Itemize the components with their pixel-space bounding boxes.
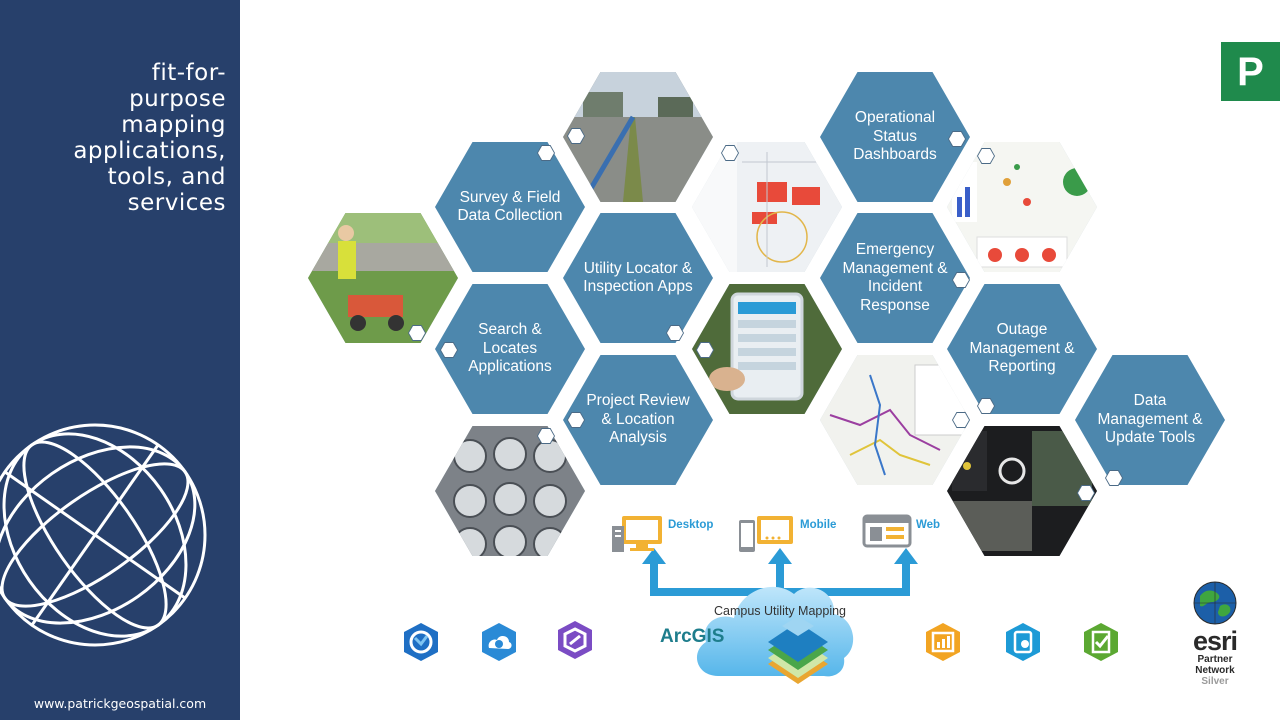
hex-emergency-management-incident-response[interactable]: Emergency Management & Incident Response: [820, 213, 970, 343]
website-link[interactable]: www.patrickgeospatial.com: [33, 696, 207, 711]
connector-knob: [722, 146, 738, 160]
connector-knob: [538, 146, 554, 160]
connector-knob: [1078, 486, 1094, 500]
tagline-line: services: [127, 190, 226, 216]
arcgis-brand: ArcGIS: [660, 626, 725, 647]
globe-icon: [0, 423, 207, 647]
platform-label-web: Web: [916, 519, 941, 531]
hex-label: Outage Management & Reporting: [969, 321, 1075, 376]
connector-knob: [667, 326, 683, 340]
esri-line1: Partner: [1197, 654, 1233, 665]
hex-survey-field-data-collection[interactable]: Survey & Field Data Collection: [435, 142, 585, 272]
hex-label: Project Review & Location Analysis: [586, 392, 690, 447]
cloud-icon: [696, 586, 854, 684]
hex-utility-locator-inspection-apps[interactable]: Utility Locator & Inspection Apps: [563, 213, 713, 343]
photo-dark-dashboard: [947, 426, 1097, 556]
hex-project-review-location-analysis[interactable]: Project Review & Location Analysis: [563, 355, 713, 485]
tagline: fit-for- purpose mapping applications, t…: [6, 60, 226, 216]
connector-knob: [697, 343, 713, 357]
photo-electric-meters: [435, 426, 585, 556]
dashboards-icon[interactable]: [923, 622, 963, 662]
esri-partner-badge: esri Partner Network Silver: [1180, 580, 1250, 687]
tagline-line: tools, and: [107, 164, 226, 190]
esri-partner-text: Partner Network: [1180, 654, 1250, 676]
cloud-title: Campus Utility Mapping: [714, 604, 846, 618]
hex-operational-status-dashboards[interactable]: Operational Status Dashboards: [820, 72, 970, 202]
photo-tablet-app: [692, 284, 842, 414]
connector-knob: [441, 343, 457, 357]
hex-search-locates-applications[interactable]: Search & Locates Applications: [435, 284, 585, 414]
connector-knob: [1106, 471, 1122, 485]
arcgis-online-icon[interactable]: [479, 622, 519, 662]
sidebar: fit-for- purpose mapping applications, t…: [0, 0, 240, 720]
esri-globe-icon: [1193, 581, 1237, 625]
connector-knob: [409, 326, 425, 340]
esri-wordmark: esri: [1192, 626, 1238, 656]
connector-knob: [978, 399, 994, 413]
photo-dashboard-map: [947, 142, 1097, 272]
field-maps-icon[interactable]: [1003, 622, 1043, 662]
esri-tier: Silver: [1201, 676, 1229, 687]
hex-label: Data Management & Update Tools: [1097, 392, 1203, 447]
connector-knob: [538, 429, 554, 443]
connector-knob: [953, 413, 969, 427]
tagline-line: purpose: [129, 86, 226, 112]
platform-label-desktop: Desktop: [668, 519, 714, 531]
platform-label-mobile: Mobile: [800, 519, 837, 531]
photo-web-map-red: [692, 142, 842, 272]
hex-label: Emergency Management & Incident Response: [842, 241, 948, 314]
tagline-line: mapping: [121, 112, 226, 138]
mobile-icon: [739, 516, 793, 552]
connector-knob: [978, 149, 994, 163]
hex-label: Search & Locates Applications: [468, 321, 552, 376]
photo-survey-equipment: [308, 213, 458, 343]
hex-label: Operational Status Dashboards: [853, 109, 937, 164]
photo-street-markings: [563, 72, 713, 202]
tagline-line: applications,: [73, 138, 226, 164]
esri-line2: Network: [1195, 665, 1235, 676]
connector-knob: [568, 413, 584, 427]
arcgis-pro-icon[interactable]: [401, 622, 441, 662]
desktop-icon: [612, 516, 662, 552]
connector-knob: [949, 132, 965, 146]
hex-data-management-update-tools[interactable]: Data Management & Update Tools: [1075, 355, 1225, 485]
company-logo: P: [1221, 42, 1280, 101]
logo-letter: P: [1237, 50, 1264, 94]
connector-knob: [568, 129, 584, 143]
tagline-line: fit-for-: [151, 60, 226, 86]
hex-outage-management-reporting[interactable]: Outage Management & Reporting: [947, 284, 1097, 414]
hex-label: Utility Locator & Inspection Apps: [583, 259, 693, 296]
photo-web-map-network: [820, 355, 970, 485]
arcgis-enterprise-icon[interactable]: [555, 620, 595, 660]
survey123-icon[interactable]: [1081, 622, 1121, 662]
connector-knob: [953, 273, 969, 287]
web-icon: [862, 514, 912, 548]
hex-label: Survey & Field Data Collection: [457, 188, 563, 225]
